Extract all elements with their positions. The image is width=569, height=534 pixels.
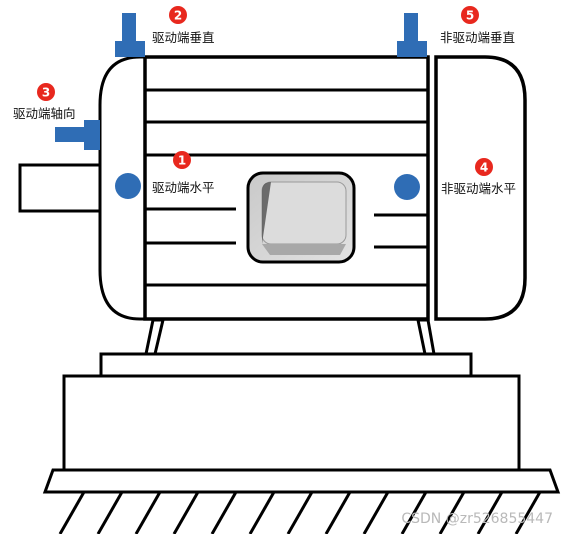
sensor-non-drive-horizontal [394,174,420,200]
marker-4: 4 [475,158,493,176]
label-drive-vertical: 驱动端垂直 [152,30,215,45]
marker-5: 5 [461,6,479,24]
watermark-text: CSDN @zr526855447 [401,511,553,527]
motor-shaft [18,163,102,213]
marker-1-number: 1 [178,154,186,168]
sensor-drive-axial [55,120,100,150]
sensor-non-drive-vertical [397,13,427,57]
label-drive-axial: 驱动端轴向 [13,106,76,121]
junction-box [246,171,356,264]
cooling-fins [145,88,428,287]
label-non-drive-vertical: 非驱动端垂直 [440,30,515,45]
floor-plate [42,468,561,494]
motor-foot-left [144,318,165,356]
base-block [62,374,521,472]
marker-1: 1 [173,151,191,169]
non-drive-end-cap [434,55,527,321]
label-non-drive-horizontal: 非驱动端水平 [441,181,516,196]
base-plinth [99,352,473,378]
marker-3-number: 3 [42,86,50,100]
marker-3: 3 [37,83,55,101]
sensor-drive-vertical [115,13,145,57]
marker-2: 2 [169,6,187,24]
marker-5-number: 5 [466,9,474,23]
motor-foot-right [416,318,436,356]
sensor-drive-horizontal [115,173,141,199]
marker-4-number: 4 [480,161,488,175]
ground-hatching [58,492,542,534]
label-drive-horizontal: 驱动端水平 [152,180,215,195]
marker-2-number: 2 [174,9,182,23]
